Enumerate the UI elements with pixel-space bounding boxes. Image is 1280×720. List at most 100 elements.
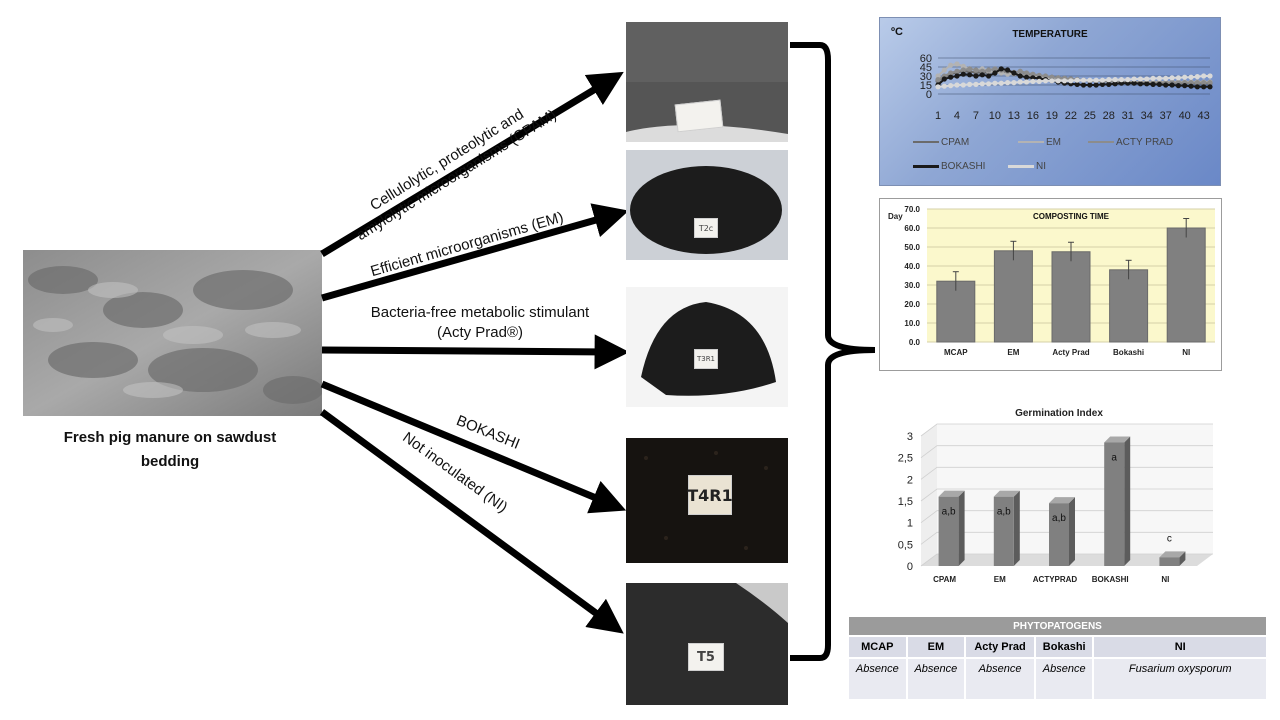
temp-point	[948, 83, 954, 89]
temp-point	[1087, 77, 1093, 83]
source-caption-line2: bedding	[140, 453, 200, 470]
phyto-col-em: EM	[905, 635, 967, 659]
sample-photo-acty: T3R1	[626, 287, 788, 407]
composting-xtick: NI	[1182, 348, 1190, 357]
temp-xtick: 7	[973, 110, 979, 122]
germination-bar-cpam	[938, 490, 965, 566]
phyto-val-bokashi: Absence	[1033, 657, 1095, 701]
composting-xtick: Acty Prad	[1052, 348, 1089, 357]
temp-xtick: 4	[954, 110, 960, 122]
temp-point	[1004, 67, 1011, 73]
germination-bar-side	[1069, 497, 1075, 566]
composting-ytick: 50.0	[904, 243, 920, 252]
germination-ytick: 2,5	[898, 453, 913, 465]
temp-point	[1169, 75, 1175, 81]
composting-ytick: 30.0	[904, 281, 920, 290]
legend-label-acty: ACTY PRAD	[1116, 137, 1174, 148]
temperature-legend: CPAM EM ACTY PRAD BOKASHI NI	[913, 135, 1213, 180]
temp-point	[979, 68, 985, 74]
legend-item-em: EM	[1018, 137, 1061, 148]
temp-xtick: 16	[1027, 110, 1039, 122]
germination-ytick: 1	[907, 518, 913, 530]
temp-point	[1017, 68, 1023, 74]
temp-point	[973, 73, 979, 79]
composting-bar-mcap	[936, 280, 976, 343]
temp-point	[992, 80, 998, 86]
temp-point	[1175, 75, 1181, 81]
temperature-unit: ºC	[891, 26, 903, 38]
temp-xtick: 37	[1160, 110, 1172, 122]
temp-point	[967, 72, 973, 78]
temp-point	[1144, 76, 1150, 82]
temp-point	[1004, 80, 1011, 86]
germination-bar-actyprad	[1049, 497, 1075, 566]
germination-bar-ni	[1159, 551, 1186, 566]
phyto-val-mcap: Absence	[847, 657, 908, 701]
legend-item-ni: NI	[1008, 161, 1046, 172]
germination-bar-bokashi	[1104, 436, 1131, 566]
temp-point	[1207, 73, 1213, 79]
temp-ytick: 45	[920, 62, 932, 74]
germination-ytick: 3	[907, 431, 913, 443]
temp-point	[998, 66, 1004, 72]
temp-xtick: 34	[1141, 110, 1153, 122]
temp-point	[1188, 74, 1194, 80]
temp-point	[1201, 80, 1207, 86]
temp-point	[1049, 74, 1055, 80]
germination-bar-side	[958, 490, 965, 566]
phyto-col-acty: Acty Prad	[964, 635, 1036, 659]
temp-point	[1023, 79, 1030, 85]
composting-ytick: 40.0	[904, 262, 920, 271]
arrow-ni	[319, 409, 624, 634]
temp-point	[1023, 74, 1030, 80]
legend-item-cpam: CPAM	[913, 137, 969, 148]
legend-label-em: EM	[1046, 137, 1061, 148]
germination-bar-label: a	[1111, 453, 1117, 464]
temp-point	[986, 73, 992, 79]
temp-point	[1042, 73, 1049, 79]
temp-point	[935, 77, 941, 83]
temp-point	[1023, 70, 1030, 76]
sample-photo-cpam	[626, 22, 788, 142]
germination-bar-front	[1159, 557, 1180, 566]
legend-item-acty: ACTY PRAD	[1088, 137, 1173, 148]
temp-point	[986, 67, 992, 73]
temp-point	[1030, 78, 1036, 84]
temp-point	[973, 81, 979, 87]
temp-point	[935, 73, 941, 79]
composting-bar-acty-prad	[1051, 251, 1091, 343]
temp-point	[1169, 82, 1175, 88]
germination-plot: Germination Index00,511,522,53a,bCPAMa,b…	[898, 408, 1213, 584]
germination-bar-top	[938, 490, 965, 497]
temp-point	[1194, 74, 1200, 80]
temp-point	[1112, 81, 1118, 87]
temp-point	[1017, 73, 1023, 79]
sample-tag-cpam	[674, 99, 724, 133]
temp-point	[1125, 80, 1131, 86]
arrow-cpam	[320, 71, 624, 257]
phytopathogens-title: PHYTOPATOGENS	[847, 615, 1268, 637]
legend-label-ni: NI	[1036, 161, 1046, 172]
composting-ytick: 0.0	[909, 338, 921, 347]
germination-bar-front	[1049, 503, 1069, 566]
legend-label-bokashi: BOKASHI	[941, 161, 986, 172]
composting-xtick: Bokashi	[1113, 348, 1144, 357]
germination-ytick: 0	[907, 561, 913, 573]
temp-point	[1011, 70, 1017, 76]
composting-xtick: EM	[1007, 348, 1019, 357]
temp-point	[941, 67, 947, 73]
temp-point	[1030, 71, 1036, 77]
composting-bar-em	[993, 250, 1033, 343]
temp-point	[941, 83, 947, 89]
temp-point	[979, 81, 985, 87]
temp-point	[960, 82, 966, 88]
sample-tag-bokashi: T4R1	[687, 475, 733, 515]
temp-point	[1207, 84, 1213, 90]
temp-point	[1201, 73, 1207, 79]
temp-point	[1074, 77, 1080, 83]
temp-point	[935, 84, 941, 90]
temp-point	[1137, 76, 1144, 82]
